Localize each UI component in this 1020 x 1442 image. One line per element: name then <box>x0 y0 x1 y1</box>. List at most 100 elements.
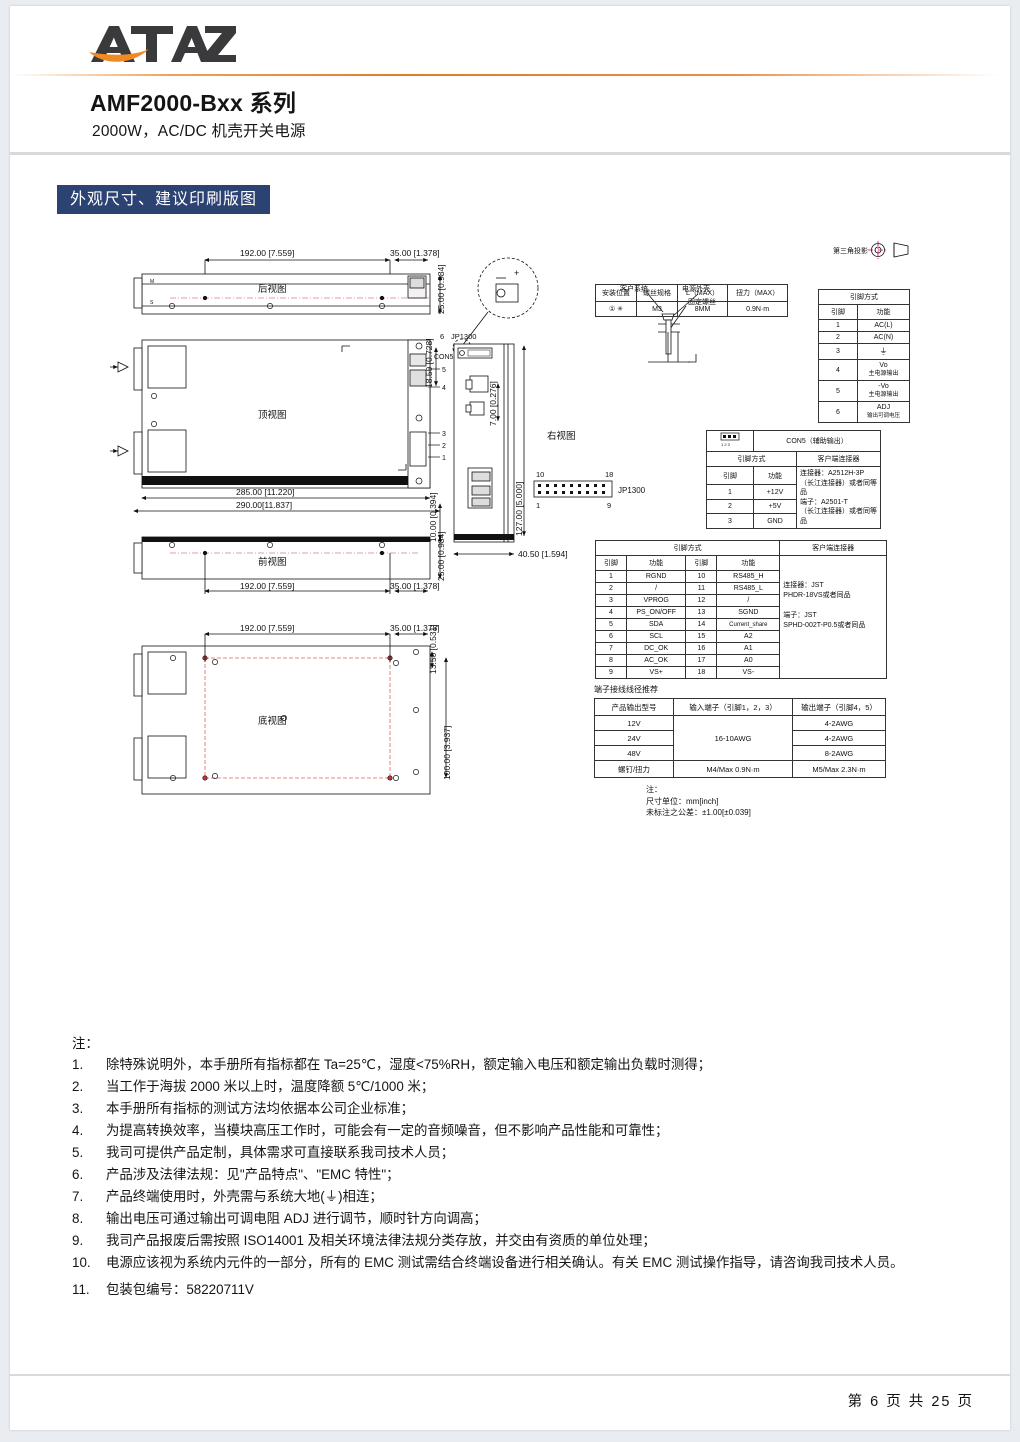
note-item: 7.产品终端使用时，外壳需与系统大地(⏚)相连； <box>72 1187 972 1207</box>
note-item: 5. 我司可提供产品定制，具体需求可直接联系我司技术人员； <box>72 1143 972 1163</box>
pin-no: 3 <box>595 594 627 607</box>
note-line: （长江连接器）或者同等品 <box>800 479 877 497</box>
svg-text:285.00 [11.220]: 285.00 [11.220] <box>236 487 294 497</box>
note-text: 本手册所有指标的测试方法均依据本公司企业标准； <box>106 1101 414 1117</box>
note-text: 为提高转换效率，当模块高压工作时，可能会有一定的音频噪音，但不影响产品性能和可靠… <box>106 1123 669 1139</box>
pin-fn: PS_ON/OFF <box>625 606 687 619</box>
pin-no: 10 <box>685 570 718 583</box>
cell: 24V <box>594 730 674 746</box>
col-head: 引脚 <box>595 555 627 571</box>
datasheet-page: AMF2000-Bxx 系列 2000W，AC/DC 机壳开关电源 外观尺寸、建… <box>10 6 1010 1430</box>
note-text: 产品终端使用时，外壳需与系统大地(⏚)相连； <box>106 1188 383 1204</box>
note-number: 6. <box>72 1166 84 1182</box>
cell: 4-2AWG <box>792 715 886 731</box>
pin-no: 2 <box>706 498 754 515</box>
cell: 螺钉/扭力 <box>594 760 674 778</box>
svg-text:5: 5 <box>442 367 446 374</box>
note-line: 端子：JST <box>783 612 817 619</box>
svg-text:25.00 [0.984]: 25.00 [0.984] <box>436 531 446 581</box>
svg-text:192.00 [7.559]: 192.00 [7.559] <box>240 623 294 633</box>
svg-text:192.00 [7.559]: 192.00 [7.559] <box>240 248 294 258</box>
col-head: L（MAX） <box>676 284 729 302</box>
pin-fn: VS+ <box>625 666 687 679</box>
svg-text:第三角投影: 第三角投影 <box>833 246 868 255</box>
col-head: 引脚 <box>818 304 858 320</box>
col-head: 功能 <box>753 465 797 486</box>
svg-text:1 2 3: 1 2 3 <box>721 442 731 447</box>
pin-fn: +12V <box>753 484 797 500</box>
table-row: ① ✳ M3 8MM 0.9N·m <box>595 301 789 317</box>
note-number: 10. <box>72 1254 91 1270</box>
pin-fn: AC_OK <box>625 654 687 667</box>
page-title: AMF2000-Bxx 系列 <box>90 90 297 116</box>
note-text: 我司可提供产品定制，具体需求可直接联系我司技术人员； <box>106 1145 455 1161</box>
svg-text:1: 1 <box>442 455 446 462</box>
note-line: SPHD-002T-P0.5或者同品 <box>783 622 866 629</box>
pin-no: 2 <box>595 582 627 595</box>
note-text: 输出电压可通过输出可调电阻 ADJ 进行调节，顺时针方向调高； <box>106 1210 487 1226</box>
note-item: 10.电源应该视为系统内元件的一部分，所有的 EMC 测试需结合终端设备进行相关… <box>72 1253 972 1273</box>
pin-no: 4 <box>595 606 627 619</box>
svg-text:底视图: 底视图 <box>258 715 287 727</box>
note-item: 11.包装包编号：58220711V <box>72 1280 972 1300</box>
pin-no: 17 <box>685 654 718 667</box>
pin-fn: +5V <box>753 498 797 515</box>
col-head: 功能 <box>716 555 781 571</box>
col-head: 螺丝规格 <box>636 284 678 302</box>
note-text: 产品涉及法律法规：见"产品特点"、"EMC 特性"； <box>106 1166 400 1182</box>
wire-gauge-section: 端子接线线径推荐 产品输出型号 输入端子（引脚1，2，3） 输出端子（引脚4，5… <box>594 684 886 819</box>
header-orange-rule <box>10 74 1010 76</box>
wire-table-title: 端子接线线径推荐 <box>594 685 658 694</box>
con5-connector-notes: 连接器：A2512H-3P （长江连接器）或者同等品 端子：A2501-T （长… <box>796 466 881 529</box>
svg-text:9: 9 <box>607 501 611 510</box>
screw-spec-table: 安装位置 螺丝规格 L（MAX） 扭力（MAX） ① ✳ M3 8MM 0.9N… <box>595 284 789 317</box>
svg-text:1: 1 <box>536 501 540 510</box>
svg-text:100.00 [3.937]: 100.00 [3.937] <box>442 726 452 780</box>
sub-head-right: 客户端连接器 <box>796 451 881 467</box>
cell: 4-2AWG <box>792 730 886 746</box>
col-head: 功能 <box>857 304 910 320</box>
note-number: 2. <box>72 1079 84 1095</box>
svg-text:2: 2 <box>442 443 446 450</box>
svg-text:10.00 [0.394]: 10.00 [0.394] <box>428 492 438 542</box>
pin-no: 7 <box>595 642 627 655</box>
pin-fn: A2 <box>716 630 781 643</box>
pin-fn: A1 <box>716 642 781 655</box>
col-head: 输出端子（引脚4，5） <box>792 698 886 716</box>
cell: M5/Max 2.3N·m <box>792 760 886 778</box>
notes-section: 注： 1.除特殊说明外，本手册所有指标都在 Ta=25℃，湿度<75%RH，额定… <box>72 1034 972 1302</box>
note-number: 5. <box>72 1145 84 1161</box>
svg-text:35.00 [1.378]: 35.00 [1.378] <box>390 581 440 591</box>
note-number: 4. <box>72 1123 84 1139</box>
pin-fn: Current_share <box>716 618 781 631</box>
note-item: 2.当工作于海拔 2000 米以上时，温度降额 5℃/1000 米； <box>72 1077 972 1097</box>
svg-text:3: 3 <box>442 431 446 438</box>
pin-fn: A0 <box>716 654 781 667</box>
pin-no: 15 <box>685 630 718 643</box>
pin-no: 6 <box>595 630 627 643</box>
table-header-row: 安装位置 螺丝规格 L（MAX） 扭力（MAX） <box>595 284 789 302</box>
pin-fn: / <box>716 594 781 607</box>
note-item: 8.输出电压可通过输出可调电阻 ADJ 进行调节，顺时针方向调高； <box>72 1209 972 1229</box>
svg-text:顶视图: 顶视图 <box>258 409 287 421</box>
note-number: 9. <box>72 1232 84 1248</box>
section-banner: 外观尺寸、建议印刷版图 <box>57 185 271 214</box>
pin-no: 14 <box>685 618 718 631</box>
pin-no: 5 <box>595 618 627 631</box>
note-line: 未标注之公差：±1.00[±0.039] <box>646 808 751 817</box>
pin-no: 8 <box>595 654 627 667</box>
svg-text:后视图: 后视图 <box>258 283 287 295</box>
note-item: 4. 为提高转换效率，当模块高压工作时，可能会有一定的音频噪音，但不影响产品性能和… <box>72 1121 972 1141</box>
pin-fn: GND <box>753 513 797 529</box>
col-head: 扭力（MAX） <box>727 284 789 302</box>
cell: 48V <box>594 745 674 761</box>
svg-text:35.00 [1.378]: 35.00 [1.378] <box>390 623 440 633</box>
mechanical-drawing-sheet: 第三角投影 192.00 [7.559] 35.00 [1.378] <box>110 236 950 806</box>
pin-no: 3 <box>818 343 858 360</box>
pin-fn: SDA <box>625 618 687 631</box>
cell: M3 <box>636 301 678 317</box>
cell: 8MM <box>676 301 729 317</box>
page-subtitle: 2000W，AC/DC 机壳开关电源 <box>92 123 306 140</box>
footer-rule <box>10 1374 1010 1376</box>
